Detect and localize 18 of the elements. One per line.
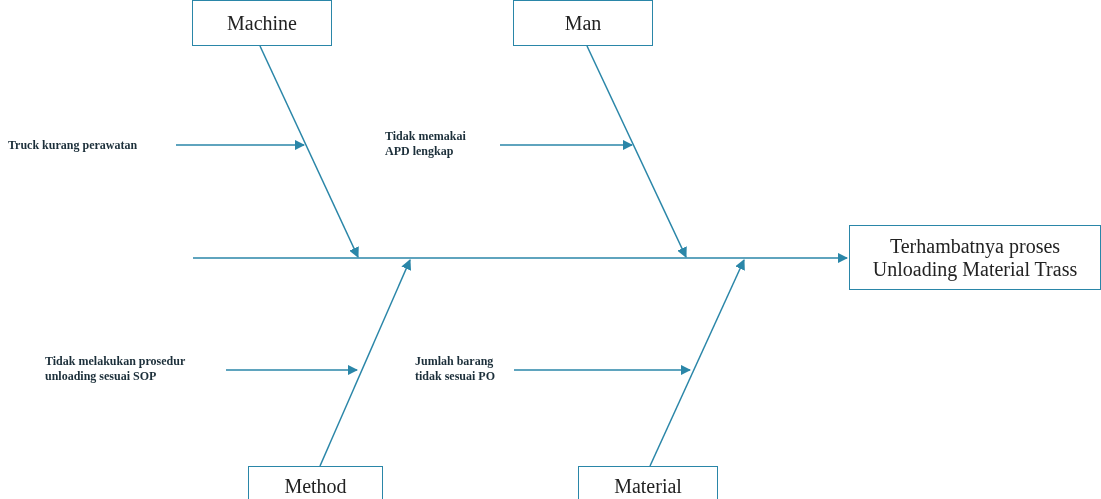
arrow <box>649 259 745 467</box>
category-box: Material <box>578 466 718 499</box>
cause-label: Tidak melakukan prosedur unloading sesuai SOP <box>45 352 223 386</box>
category-box: Machine <box>192 0 332 46</box>
category-box: Man <box>513 0 653 46</box>
category-box: Method <box>248 466 383 499</box>
arrow <box>259 45 359 258</box>
arrow <box>225 364 359 376</box>
arrow <box>586 45 687 258</box>
arrow <box>513 364 692 376</box>
effect-box: Terhambatnya proses Unloading Material Trass <box>849 225 1101 290</box>
cause-label: Jumlah barang tidak sesuai PO <box>415 352 510 386</box>
cause-label: Truck kurang perawatan <box>8 136 174 154</box>
arrow <box>319 259 412 467</box>
arrow <box>499 139 634 151</box>
spine-arrow <box>192 252 849 264</box>
arrow <box>175 139 306 151</box>
cause-label: Tidak memakai APD lengkap <box>385 127 477 161</box>
